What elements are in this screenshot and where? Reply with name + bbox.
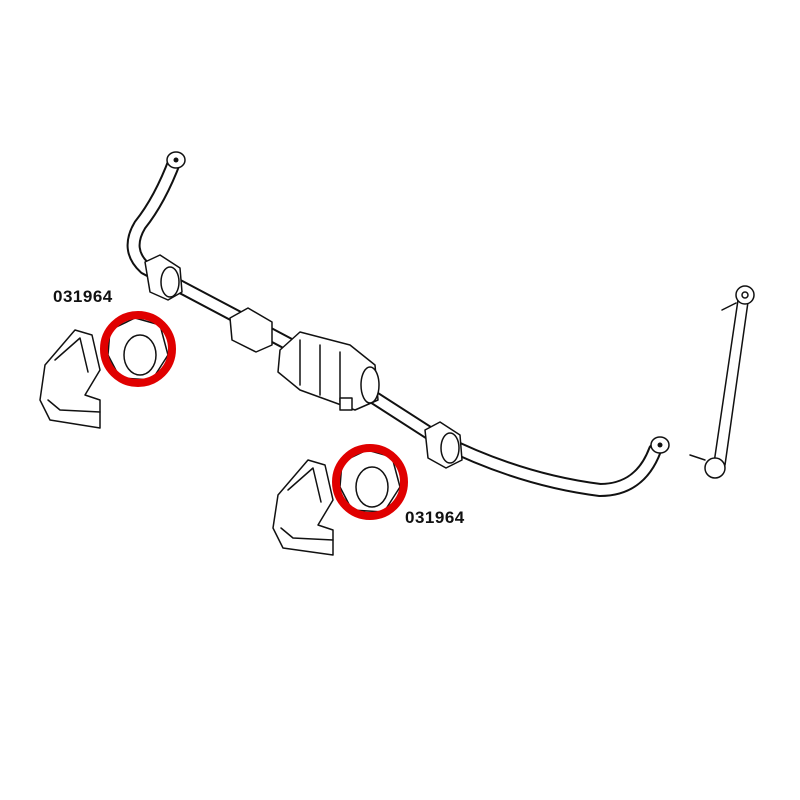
part-number-label-left: 031964 bbox=[53, 287, 113, 306]
bushing-part-left bbox=[107, 317, 169, 381]
mounted-bushing-right bbox=[424, 421, 463, 469]
highlight-ring-right bbox=[332, 444, 408, 520]
part-number-label-right: 031964 bbox=[405, 508, 465, 527]
highlight-ring-left bbox=[100, 311, 176, 387]
bracket-right bbox=[272, 459, 334, 556]
mounted-bushing-left bbox=[144, 254, 183, 301]
stabilizer-bar bbox=[126, 153, 662, 497]
center-actuator bbox=[229, 307, 380, 411]
drop-link bbox=[689, 285, 755, 479]
bracket-left bbox=[39, 329, 101, 429]
